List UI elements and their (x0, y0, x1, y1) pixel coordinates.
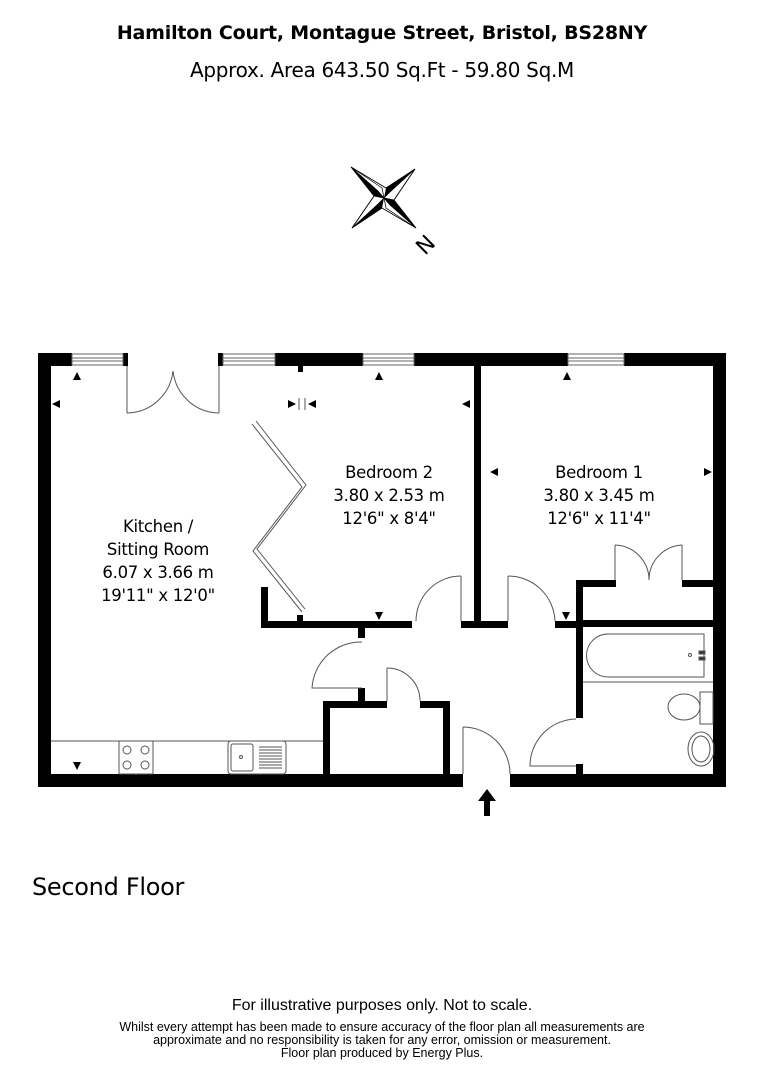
disclaimer-details: Whilst every attempt has been made to en… (0, 1021, 764, 1060)
room-name: Bedroom 1 (555, 463, 643, 482)
room-bedroom-2: Bedroom 2 3.80 x 2.53 m 12'6" x 8'4" (316, 461, 462, 530)
windows (71, 353, 625, 366)
kitchen-worktop (51, 740, 323, 775)
room-imperial-size: 12'6" x 11'4" (547, 509, 651, 528)
room-imperial-size: 12'6" x 8'4" (342, 509, 436, 528)
disclaimer-line-3: Floor plan produced by Energy Plus. (280, 1046, 484, 1060)
room-metric-size: 6.07 x 3.66 m (102, 563, 214, 582)
compass-rose-icon (350, 166, 417, 229)
disclaimer-main: For illustrative purposes only. Not to s… (231, 997, 533, 1014)
disclaimer-line-2: approximate and no responsibility is tak… (153, 1033, 611, 1047)
north-label: N (412, 231, 441, 260)
property-area: Approx. Area 643.50 Sq.Ft - 59.80 Sq.M (190, 58, 574, 82)
floor-label: Second Floor (32, 873, 185, 901)
room-name: Kitchen / (122, 517, 194, 536)
bifold-partition (251, 420, 307, 613)
room-name: Bedroom 2 (345, 463, 433, 482)
property-address-title: Hamilton Court, Montague Street, Bristol… (116, 22, 648, 44)
walls (38, 353, 726, 787)
doors (126, 366, 683, 775)
entrance-arrow-icon (478, 789, 496, 816)
disclaimer-line-1: Whilst every attempt has been made to en… (119, 1020, 645, 1034)
room-kitchen-sitting-room: Kitchen / Sitting Room 6.07 x 3.66 m 19'… (78, 515, 238, 607)
room-name-line2: Sitting Room (106, 540, 210, 559)
radiator-markers (52, 372, 712, 770)
room-imperial-size: 19'11" x 12'0" (101, 586, 215, 605)
room-bedroom-1: Bedroom 1 3.80 x 3.45 m 12'6" x 11'4" (524, 461, 674, 530)
room-metric-size: 3.80 x 2.53 m (333, 486, 445, 505)
room-metric-size: 3.80 x 3.45 m (543, 486, 655, 505)
bathroom-fixtures (583, 633, 715, 767)
